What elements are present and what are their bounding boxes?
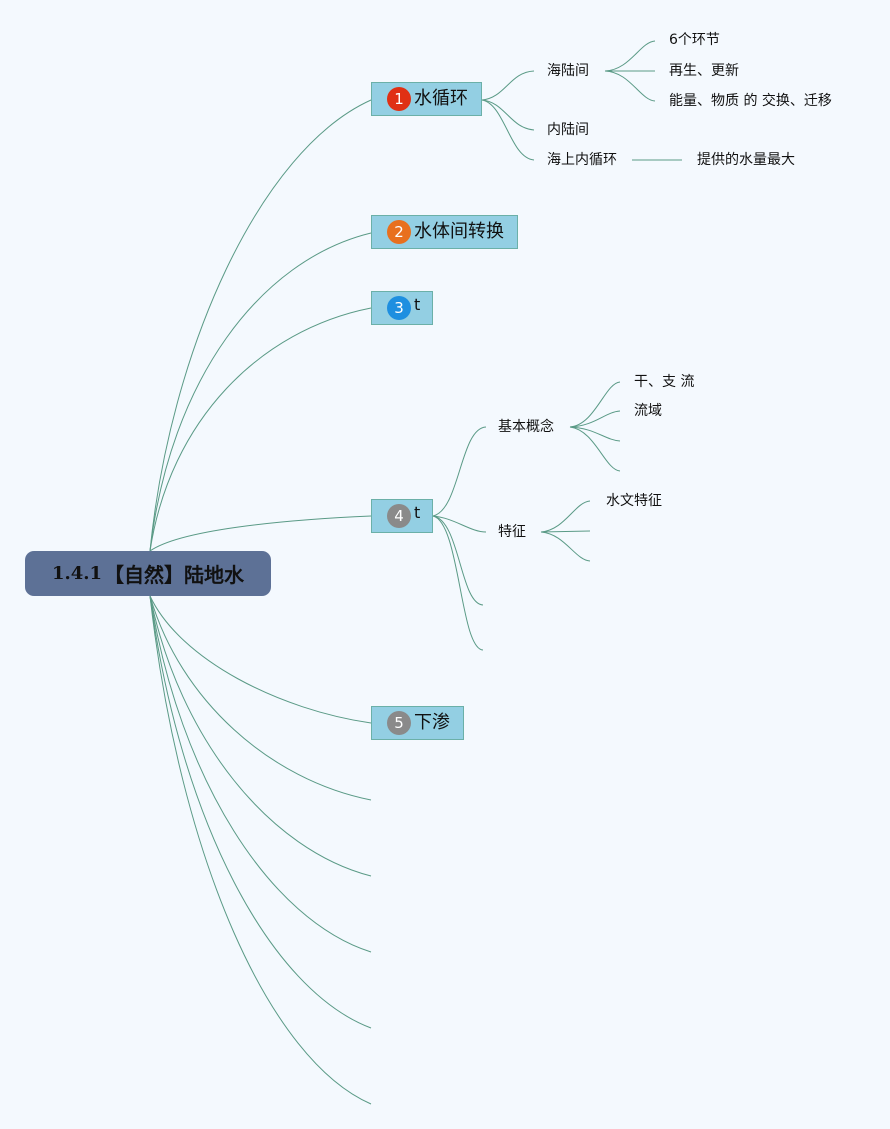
link-basic-item4 bbox=[569, 426, 621, 472]
link-t4-features bbox=[432, 515, 487, 533]
root-number: 1.4.1 bbox=[51, 563, 103, 584]
root-topic[interactable]: 1.4.1 【自然】陆地水 bbox=[25, 551, 271, 596]
link-t1-sea-land bbox=[481, 70, 535, 101]
badge-4: 4 bbox=[387, 504, 411, 528]
subtopic-features[interactable]: 特征 bbox=[498, 524, 526, 540]
topic-label: 水循环 bbox=[414, 88, 468, 109]
subtopic-trunk-branch[interactable]: 干、支 流 bbox=[634, 374, 695, 390]
subtopic-basin[interactable]: 流域 bbox=[634, 403, 662, 419]
link-basic-item1 bbox=[569, 381, 621, 428]
subtopic-exchange[interactable]: 能量、物质 的 交换、迁移 bbox=[669, 93, 832, 109]
badge-1: 1 bbox=[387, 87, 411, 111]
topic-label: t bbox=[414, 295, 421, 314]
badge-2: 2 bbox=[387, 220, 411, 244]
topic-label: 水体间转换 bbox=[414, 221, 504, 242]
link-sea-land-item3 bbox=[604, 70, 656, 102]
link-t4-basic bbox=[432, 426, 487, 517]
link-root-topic4 bbox=[149, 515, 372, 552]
topic-water-cycle[interactable]: 1 水循环 bbox=[371, 82, 482, 116]
link-t1-ocean bbox=[481, 99, 535, 161]
root-title: 【自然】陆地水 bbox=[104, 563, 245, 587]
topic-label: 下渗 bbox=[414, 712, 450, 733]
link-root-topic5 bbox=[149, 595, 372, 724]
link-root-empty2 bbox=[149, 595, 372, 877]
link-t4-empty2 bbox=[432, 515, 484, 651]
badge-3: 3 bbox=[387, 296, 411, 320]
link-root-empty3 bbox=[149, 595, 372, 953]
link-root-topic1 bbox=[149, 99, 372, 552]
link-root-empty4 bbox=[149, 595, 372, 1029]
link-basic-item2 bbox=[569, 410, 621, 428]
badge-5: 5 bbox=[387, 711, 411, 735]
subtopic-ocean-cycle[interactable]: 海上内循环 bbox=[547, 152, 617, 168]
subtopic-ocean-note[interactable]: 提供的水量最大 bbox=[697, 152, 795, 168]
link-features-item1 bbox=[540, 500, 591, 533]
subtopic-hydrology[interactable]: 水文特征 bbox=[606, 493, 662, 509]
subtopic-inland[interactable]: 内陆间 bbox=[547, 122, 589, 138]
subtopic-sea-land[interactable]: 海陆间 bbox=[547, 63, 589, 79]
topic-4[interactable]: 4 t bbox=[371, 499, 433, 533]
link-root-empty1 bbox=[149, 595, 372, 801]
subtopic-renewal[interactable]: 再生、更新 bbox=[669, 63, 739, 79]
link-root-topic3 bbox=[149, 307, 372, 552]
link-features-item2 bbox=[540, 530, 591, 533]
link-root-empty5 bbox=[149, 595, 372, 1105]
topic-infiltration[interactable]: 5 下渗 bbox=[371, 706, 464, 740]
link-root-topic2 bbox=[149, 232, 372, 552]
link-t4-empty1 bbox=[432, 515, 484, 606]
link-basic-item3 bbox=[569, 426, 621, 442]
topic-label: t bbox=[414, 503, 421, 522]
link-sea-land-item1 bbox=[604, 40, 656, 72]
topic-3[interactable]: 3 t bbox=[371, 291, 433, 325]
subtopic-basic-concept[interactable]: 基本概念 bbox=[498, 419, 554, 435]
topic-water-conversion[interactable]: 2 水体间转换 bbox=[371, 215, 518, 249]
link-t1-inland bbox=[481, 99, 535, 131]
subtopic-six-links[interactable]: 6个环节 bbox=[669, 32, 720, 48]
link-features-item3 bbox=[540, 531, 591, 562]
